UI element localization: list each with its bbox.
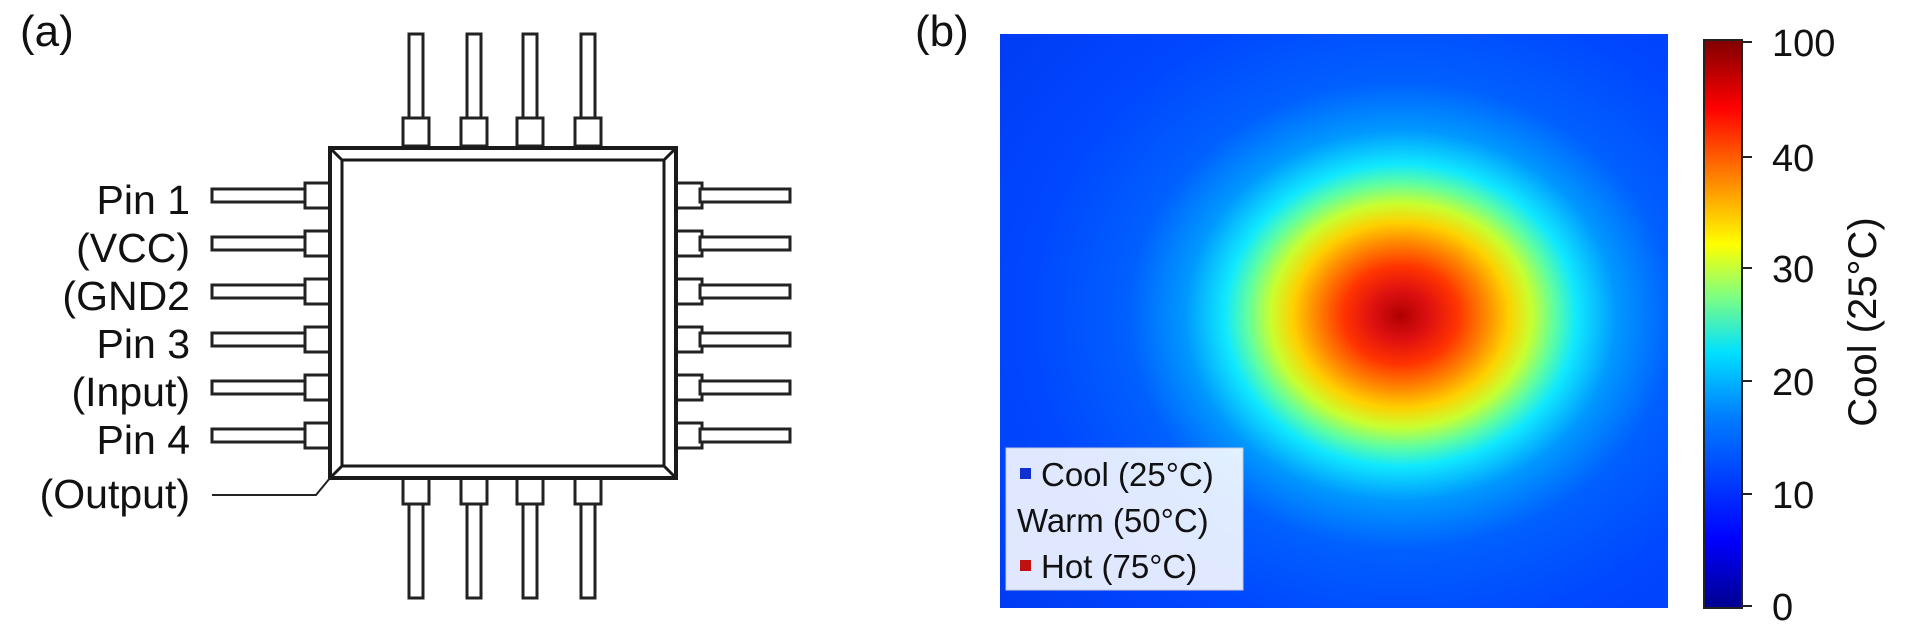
pin-label-2: (VCC) bbox=[76, 225, 190, 271]
left-pin-5 bbox=[210, 373, 333, 402]
pin-label-7: (Output) bbox=[40, 471, 190, 517]
colorbar-tick-30: 30 bbox=[1772, 249, 1814, 291]
pin-label-5: (Input) bbox=[72, 369, 191, 415]
pin-label-3: (GND2 bbox=[62, 273, 190, 319]
legend-swatch-cool bbox=[1020, 468, 1031, 479]
colorbar-tick-20: 20 bbox=[1772, 362, 1814, 404]
colorbar-tick-10: 10 bbox=[1772, 475, 1814, 517]
top-pin-1 bbox=[401, 32, 431, 148]
top-pin-3 bbox=[515, 32, 545, 148]
top-pins bbox=[401, 32, 603, 148]
colorbar-tick-0: 0 bbox=[1772, 587, 1793, 629]
panel-a-label: (a) bbox=[20, 7, 74, 56]
right-pin-2 bbox=[674, 229, 792, 258]
top-pin-2 bbox=[459, 32, 489, 148]
right-pin-5 bbox=[674, 373, 792, 402]
bottom-pins bbox=[401, 474, 603, 600]
right-pin-1 bbox=[674, 181, 792, 210]
pin-label-1: Pin 1 bbox=[97, 177, 190, 223]
bottom-pin-2 bbox=[459, 474, 489, 600]
legend-label-hot: Hot (75°C) bbox=[1041, 548, 1197, 585]
left-pin-6 bbox=[210, 421, 333, 450]
left-pin-1 bbox=[210, 181, 333, 210]
bottom-pin-1 bbox=[401, 474, 431, 600]
panel-a: (a) bbox=[20, 7, 792, 600]
pin-label-6: Pin 4 bbox=[97, 417, 190, 463]
right-pin-4 bbox=[674, 325, 792, 354]
right-pin-3 bbox=[674, 277, 792, 306]
output-leader-line bbox=[212, 477, 331, 496]
left-pin-2 bbox=[210, 229, 333, 258]
top-pin-4 bbox=[573, 32, 603, 148]
left-pins bbox=[210, 181, 333, 450]
colorbar-title: Cool (25°C) bbox=[1841, 217, 1885, 426]
bottom-pin-4 bbox=[573, 474, 603, 600]
legend-label-warm: Warm (50°C) bbox=[1017, 502, 1209, 539]
colorbar-gradient bbox=[1703, 39, 1743, 609]
colorbar-tick-100: 100 bbox=[1772, 23, 1835, 65]
panel-b: (b) Cool (25°C) Warm (50°C) Hot (75°C) 1… bbox=[915, 7, 1885, 629]
legend-label-cool: Cool (25°C) bbox=[1041, 456, 1214, 493]
legend-swatch-hot bbox=[1020, 560, 1031, 571]
colorbar: 100 40 30 20 10 0 Cool (25°C) bbox=[1703, 23, 1885, 629]
temperature-legend: Cool (25°C) Warm (50°C) Hot (75°C) bbox=[1005, 447, 1244, 591]
panel-b-label: (b) bbox=[915, 7, 969, 56]
pin-label-4: Pin 3 bbox=[97, 321, 190, 367]
right-pin-6 bbox=[674, 421, 792, 450]
right-pins bbox=[674, 181, 792, 450]
left-pin-3 bbox=[210, 277, 333, 306]
chip-body bbox=[328, 146, 678, 480]
pin-labels: Pin 1 (VCC) (GND2 Pin 3 (Input) Pin 4 (O… bbox=[40, 177, 190, 517]
left-pin-4 bbox=[210, 325, 333, 354]
colorbar-tick-40: 40 bbox=[1772, 138, 1814, 180]
bottom-pin-3 bbox=[515, 474, 545, 600]
